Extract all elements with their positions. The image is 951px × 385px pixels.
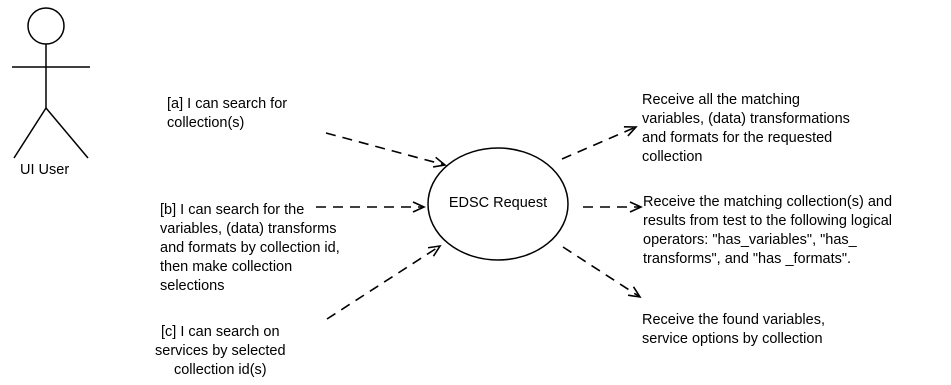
- input-a-line: [a] I can search for: [167, 96, 288, 112]
- arrow-request-to-out-3: [562, 246, 642, 299]
- input-c-line: services by selected: [155, 343, 286, 359]
- output-2-text: Receive the matching collection(s) and r…: [643, 193, 892, 269]
- output-3-line: Receive the found variables,: [642, 312, 825, 328]
- output-2-line: operators: "has_variables", "has_: [643, 232, 857, 248]
- output-1-line: and formats for the requested: [642, 130, 833, 146]
- input-b-line: [b] I can search for the: [160, 202, 305, 218]
- output-2-line: Receive the matching collection(s) and: [643, 194, 893, 210]
- input-b-line: and formats by collection id,: [160, 240, 340, 256]
- output-3-line: service options by collection: [642, 331, 823, 347]
- arrow-request-to-out-1: [561, 125, 638, 160]
- output-1-text: Receive all the matching variables, (dat…: [642, 91, 850, 167]
- input-b-line: selections: [160, 278, 225, 294]
- input-c-line: collection id(s): [173, 362, 267, 378]
- output-2-line: transforms", and "has _formats".: [643, 251, 852, 267]
- output-1-line: variables, (data) transformations: [642, 111, 850, 127]
- arrow-c-to-request: [326, 244, 442, 320]
- output-3-text: Receive the found variables, service opt…: [642, 311, 825, 349]
- ui-user-actor-icon: [12, 7, 90, 159]
- input-a-line: collection(s): [167, 115, 245, 131]
- actor-head: [27, 7, 65, 45]
- output-2-line: results from test to the following logic…: [643, 213, 893, 229]
- input-a-text: [a] I can search for collection(s): [167, 95, 287, 133]
- arrow-a-to-request: [325, 132, 447, 168]
- actor-right-leg: [45, 107, 89, 159]
- input-b-line: variables, (data) transforms: [160, 221, 337, 237]
- actor-left-leg: [13, 107, 47, 159]
- actor-label: UI User: [20, 162, 70, 178]
- input-b-line: then make collection: [160, 259, 293, 275]
- edsc-request-label: EDSC Request: [448, 195, 548, 211]
- output-1-line: Receive all the matching: [642, 92, 800, 108]
- input-b-text: [b] I can search for the variables, (dat…: [160, 201, 340, 296]
- output-1-line: collection: [642, 149, 703, 165]
- edsc-request-ellipse: [427, 147, 569, 261]
- input-c-line: [c] I can search on: [161, 324, 280, 340]
- input-c-text: [c] I can search on services by selected…: [155, 323, 286, 380]
